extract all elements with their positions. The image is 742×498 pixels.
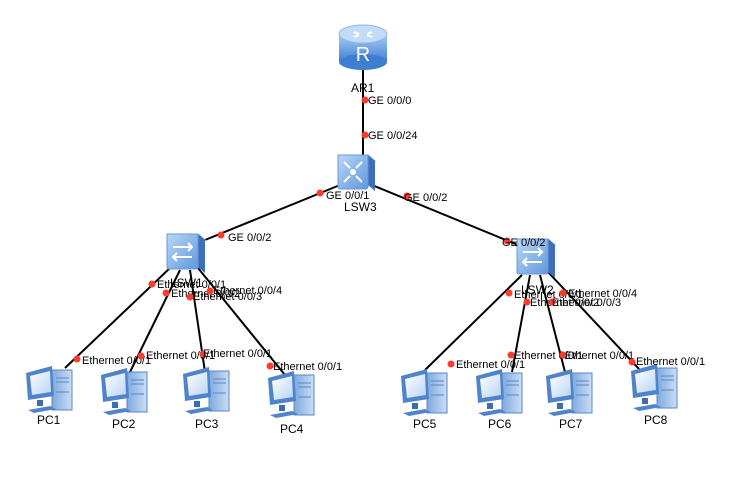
port-dot[interactable] bbox=[505, 289, 513, 297]
core-switch-arrows-icon bbox=[343, 161, 363, 183]
switch-icon[interactable] bbox=[165, 233, 207, 273]
device-label: PC1 bbox=[37, 413, 61, 427]
port-dot[interactable] bbox=[316, 189, 324, 197]
switch-icon[interactable] bbox=[515, 238, 557, 278]
device-label: PC8 bbox=[644, 413, 668, 427]
switch-arrows-icon bbox=[521, 247, 544, 267]
link-lsw3-lsw2[interactable] bbox=[371, 184, 519, 246]
port-label: Ethernet 0/0/1 bbox=[565, 350, 634, 362]
device-pc7[interactable]: PC7 bbox=[546, 369, 593, 431]
device-lsw3[interactable]: LSW3 bbox=[336, 154, 377, 214]
device-pc3[interactable]: PC3 bbox=[183, 367, 230, 431]
pc-icon[interactable] bbox=[546, 369, 593, 416]
port-label: GE 0/0/1 bbox=[326, 190, 369, 202]
port-dot[interactable] bbox=[447, 360, 455, 368]
device-label: AR1 bbox=[351, 81, 375, 95]
port-dot[interactable] bbox=[137, 352, 145, 360]
pc-icon[interactable] bbox=[268, 371, 315, 418]
port-label: Ethernet 0/0/1 bbox=[203, 348, 272, 360]
port-dot[interactable] bbox=[266, 362, 274, 370]
port-label: Ethernet 0/0/3 bbox=[552, 297, 621, 309]
device-pc1[interactable]: PC1 bbox=[26, 366, 73, 427]
device-pc4[interactable]: PC4 bbox=[268, 371, 315, 436]
pc-icon[interactable] bbox=[183, 367, 230, 414]
port-label: Ethernet 0/0/2 bbox=[530, 297, 599, 309]
router-icon[interactable]: R bbox=[338, 24, 388, 70]
port-dot[interactable] bbox=[507, 351, 515, 359]
port-dot[interactable] bbox=[199, 350, 207, 358]
device-label: LSW2 bbox=[521, 283, 554, 297]
link-lsw2-pc8[interactable] bbox=[547, 271, 641, 371]
core-switch-icon[interactable] bbox=[336, 154, 377, 191]
port-label: Ethernet 0/0/1 bbox=[82, 355, 151, 367]
port-dot[interactable] bbox=[559, 351, 567, 359]
port-label: Ethernet 0/0/1 bbox=[273, 361, 342, 373]
device-label: PC5 bbox=[413, 417, 437, 431]
device-lsw2[interactable]: LSW2 bbox=[515, 238, 557, 297]
port-label: GE 0/0/0 bbox=[368, 95, 411, 107]
device-label: PC6 bbox=[488, 417, 512, 431]
port-dot[interactable] bbox=[523, 298, 531, 306]
device-pc2[interactable]: PC2 bbox=[101, 368, 148, 431]
device-label: PC3 bbox=[195, 417, 219, 431]
port-label: Ethernet 0/0/1 bbox=[636, 356, 705, 368]
port-dot[interactable] bbox=[361, 131, 369, 139]
switch-arrows-icon bbox=[171, 242, 194, 262]
pc-icon[interactable] bbox=[631, 364, 678, 411]
port-dot[interactable] bbox=[403, 192, 411, 200]
link-lsw2-pc5[interactable] bbox=[424, 274, 523, 371]
port-label: Ethernet 0/0/1 bbox=[456, 359, 525, 371]
port-label: GE 0/0/2 bbox=[228, 232, 271, 244]
labels-layer: GE 0/0/0 GE 0/0/24 GE 0/0/1 GE 0/0/2 GE 0/0/… bbox=[73, 95, 705, 373]
device-ar1[interactable]: R AR1 bbox=[338, 24, 388, 95]
port-dot[interactable] bbox=[559, 289, 567, 297]
device-label: PC7 bbox=[559, 417, 583, 431]
device-label: LSW3 bbox=[344, 200, 377, 214]
port-label: GE 0/0/2 bbox=[502, 237, 545, 249]
port-dot[interactable] bbox=[361, 96, 369, 104]
pc-icon[interactable] bbox=[26, 366, 73, 413]
port-label: GE 0/0/2 bbox=[404, 192, 447, 204]
port-dot[interactable] bbox=[206, 287, 214, 295]
port-dot[interactable] bbox=[503, 237, 511, 245]
port-label: GE 0/0/24 bbox=[368, 130, 418, 142]
pc-icon[interactable] bbox=[101, 368, 148, 415]
router-arrows-icon bbox=[353, 31, 373, 38]
port-dot[interactable] bbox=[73, 355, 81, 363]
pc-icon[interactable] bbox=[476, 369, 523, 416]
port-label: Ethernet 0/0/1 bbox=[146, 350, 215, 362]
port-dot[interactable] bbox=[162, 289, 170, 297]
device-label: LSW1 bbox=[170, 276, 203, 290]
link-lsw2-pc6[interactable] bbox=[511, 274, 531, 373]
pc-icon[interactable] bbox=[401, 369, 448, 416]
port-dot[interactable] bbox=[217, 231, 225, 239]
links-layer bbox=[64, 70, 641, 376]
device-pc5[interactable]: PC5 bbox=[401, 369, 448, 431]
device-label: PC2 bbox=[112, 417, 136, 431]
port-label: Ethernet 0/0/4 bbox=[213, 285, 282, 297]
port-label: Ethernet 0/0/4 bbox=[568, 288, 637, 300]
device-lsw1[interactable]: LSW1 bbox=[165, 233, 207, 290]
device-pc6[interactable]: PC6 bbox=[476, 369, 523, 431]
device-pc8[interactable]: PC8 bbox=[631, 364, 678, 427]
port-dot[interactable] bbox=[186, 293, 194, 301]
link-lsw1-pc4[interactable] bbox=[197, 267, 286, 376]
port-dot[interactable] bbox=[548, 298, 556, 306]
device-label: PC4 bbox=[280, 422, 304, 436]
port-dot[interactable] bbox=[148, 280, 156, 288]
port-dot[interactable] bbox=[628, 358, 636, 366]
router-r-glyph: R bbox=[356, 44, 370, 66]
